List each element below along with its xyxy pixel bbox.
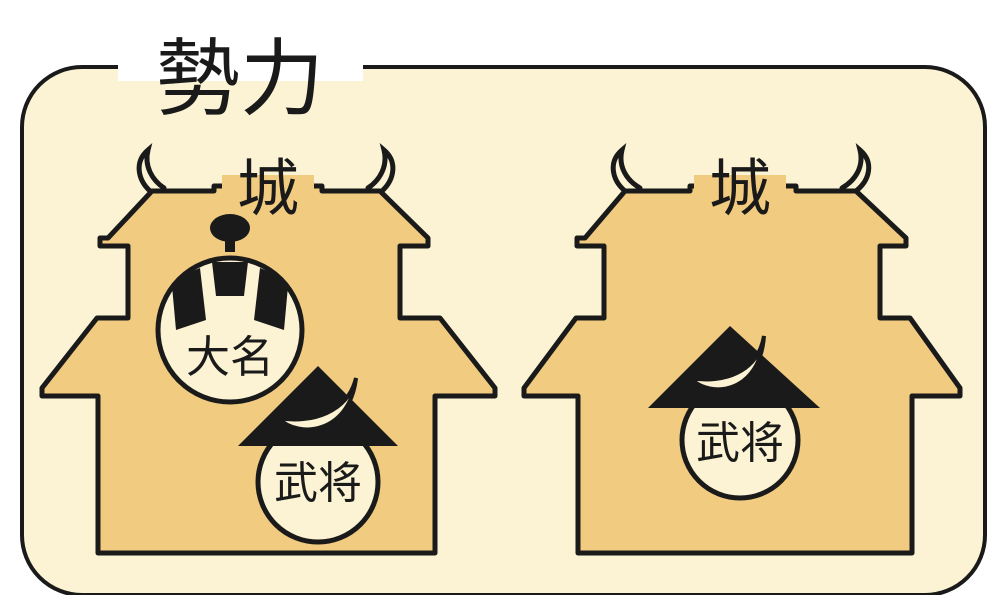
castle-right-horn-left-icon (610, 142, 643, 194)
daimyo-token-icon: 大名 (155, 214, 305, 405)
daimyo-token-label: 大名 (186, 332, 274, 383)
busho-token-left-icon: 武将 (238, 366, 398, 545)
castle-left-horn-right-icon (365, 142, 396, 194)
busho-token-right-icon: 武将 (648, 326, 820, 501)
crescent-helmet-icon (272, 377, 358, 432)
castle-left-label-gap (222, 175, 314, 201)
castle-left-horn-left-icon (136, 142, 167, 194)
busho-token-right-label: 武将 (696, 418, 784, 469)
castle-right-label-gap (694, 175, 786, 201)
castle-right-label: 城 (709, 152, 771, 225)
crescent-helmet-icon (684, 335, 766, 392)
castle-right-horn-right-icon (839, 142, 872, 194)
castle-left: 城 大名 武将 (39, 142, 498, 556)
busho-token-left-label: 武将 (274, 458, 362, 509)
castle-right: 城 武将 (521, 142, 963, 556)
castle-left-label: 城 (237, 152, 299, 225)
faction-title: 勢力 (156, 30, 324, 128)
title-gap (118, 55, 363, 81)
